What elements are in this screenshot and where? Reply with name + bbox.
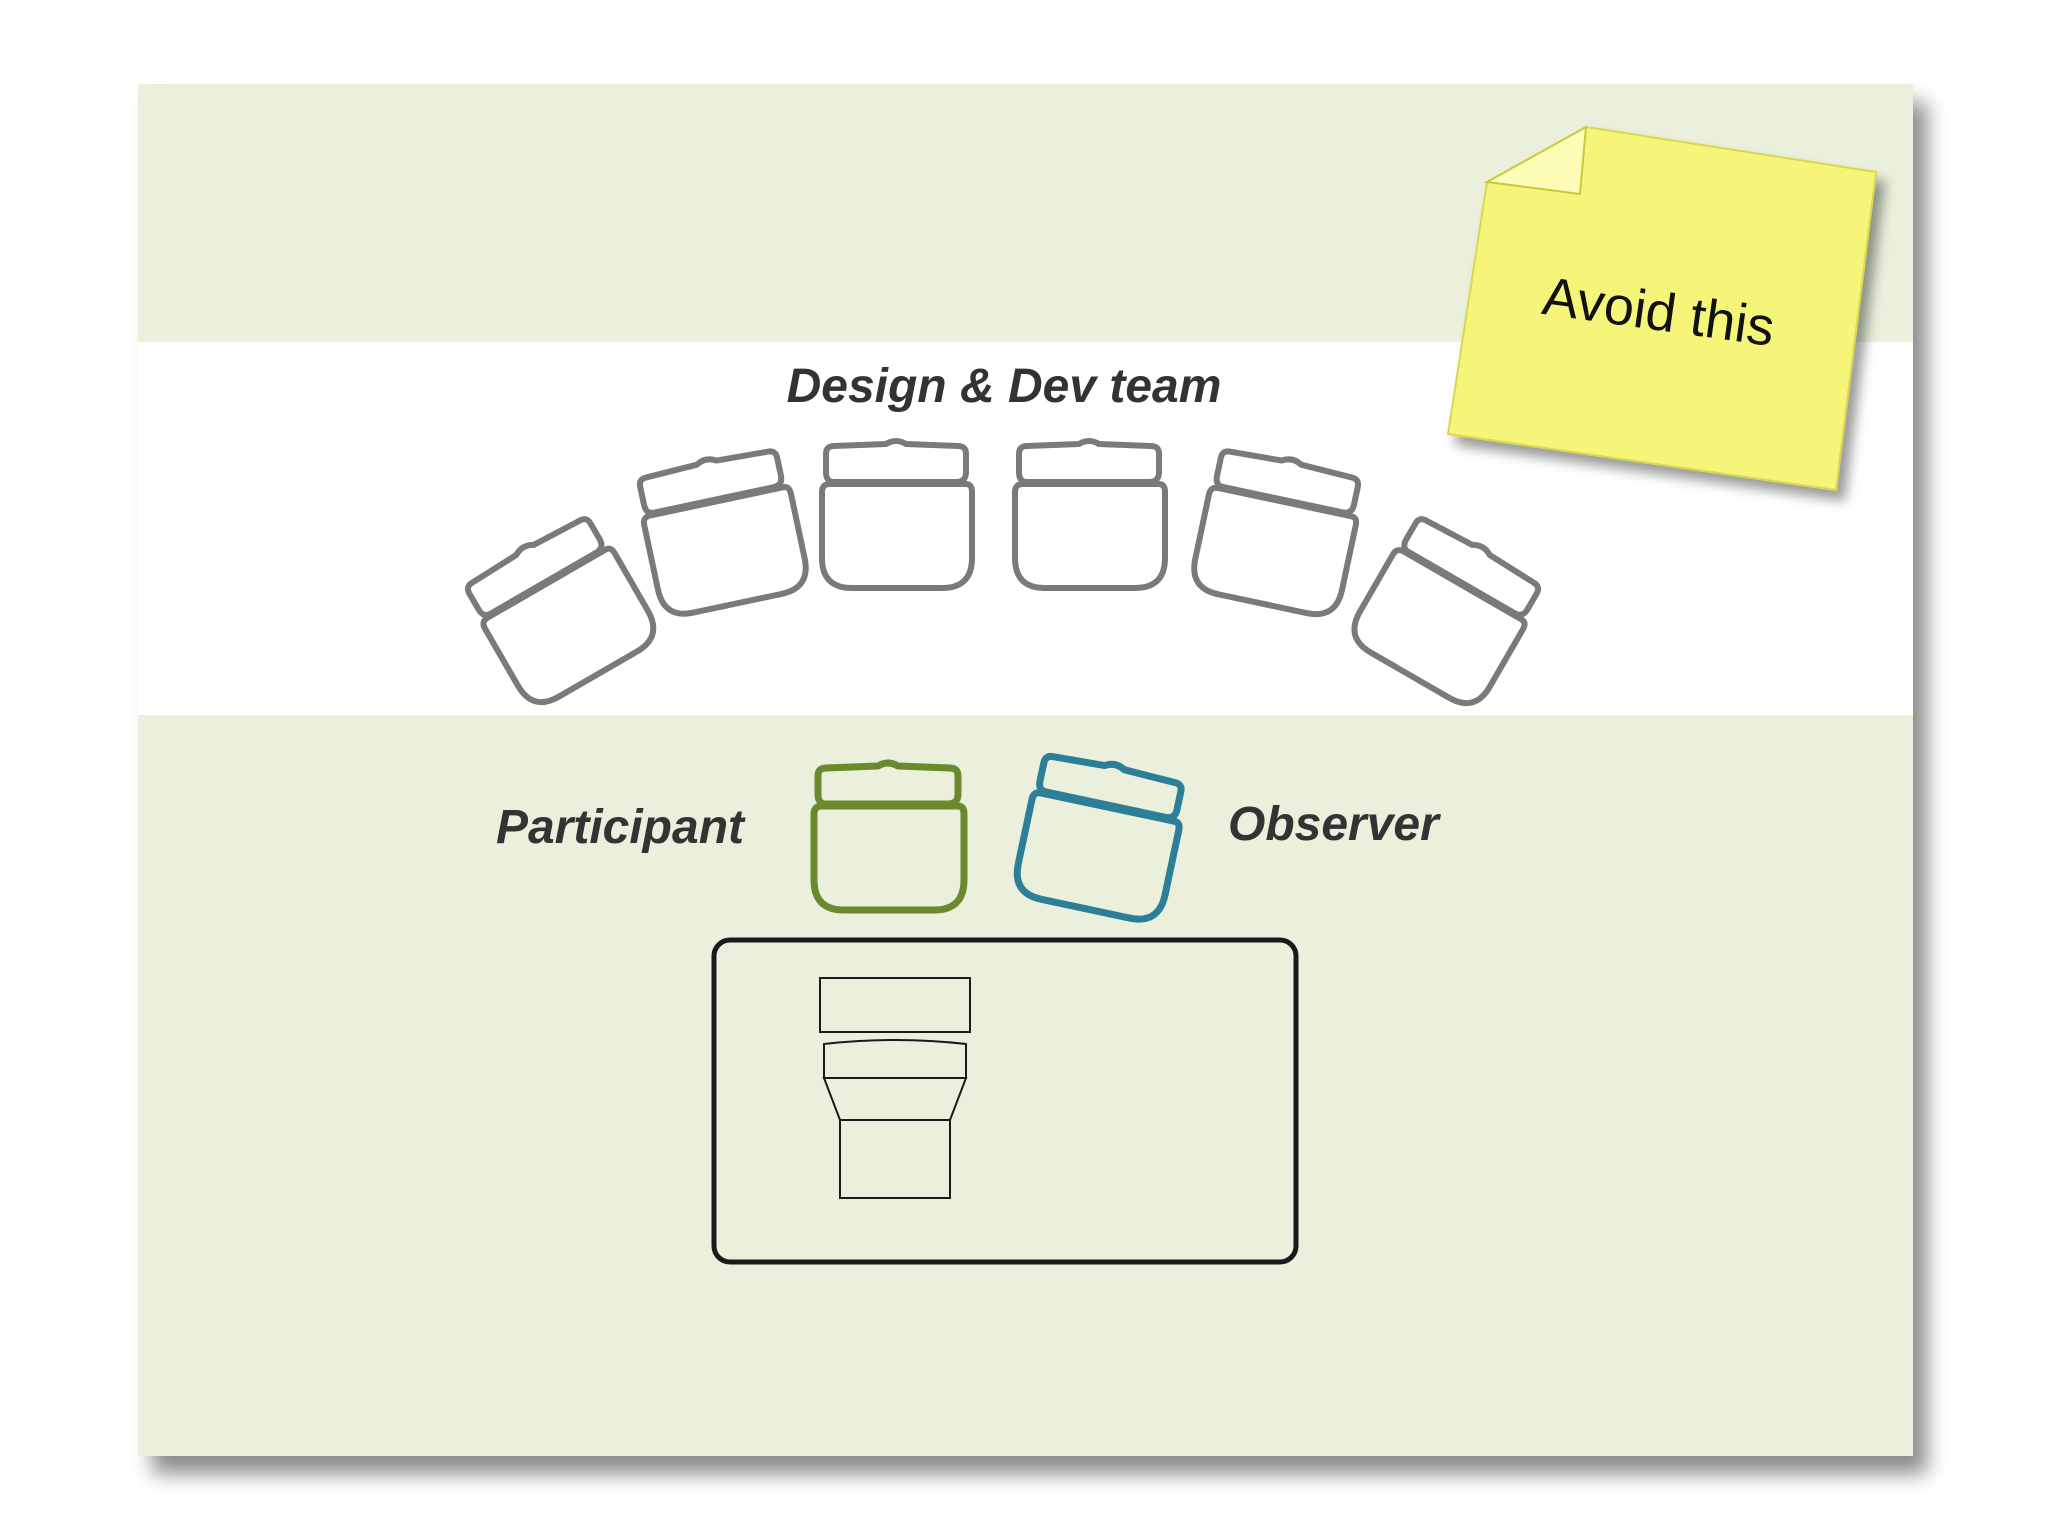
desk (711, 937, 1299, 1265)
computer-base (839, 1119, 951, 1199)
keyboard (823, 1039, 967, 1079)
sticky-note (1446, 125, 1878, 492)
team-label: Design & Dev team (787, 360, 1222, 413)
observer-label: Observer (1228, 798, 1441, 851)
participant-label: Participant (496, 801, 746, 854)
computer-icon (819, 977, 971, 1199)
table (711, 937, 1299, 1265)
sticky-note-fold (1483, 125, 1588, 196)
monitor (819, 977, 971, 1033)
